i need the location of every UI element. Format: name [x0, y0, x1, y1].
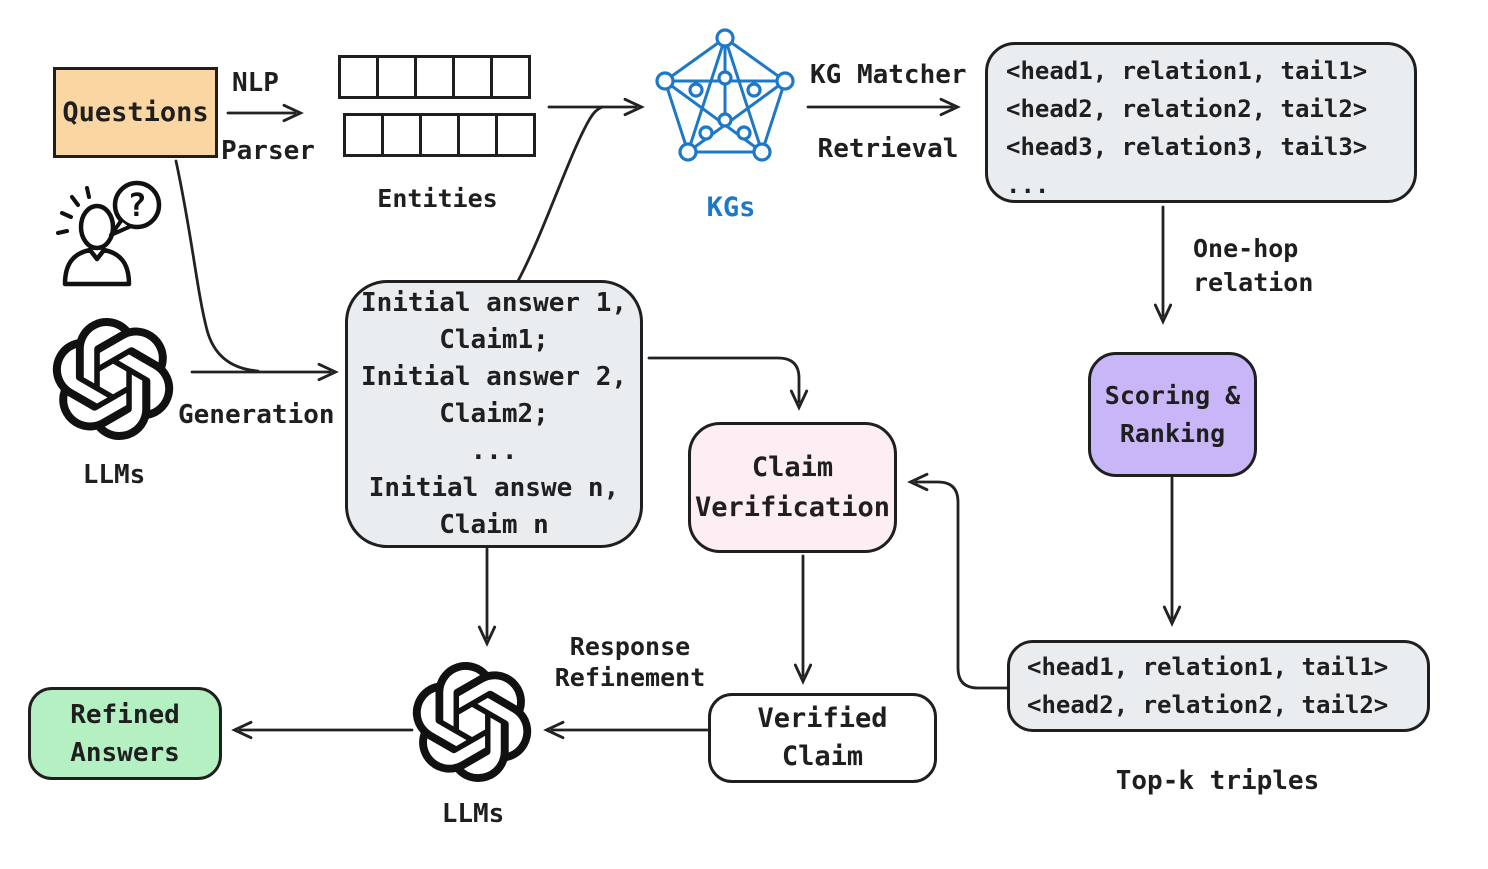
kgs-caption: KGs [706, 192, 756, 223]
entities-caption: Entities [377, 184, 498, 213]
question-mark: ? [127, 186, 146, 224]
initial-answer-line: Claim n [439, 509, 549, 540]
triple-line: ... [1006, 171, 1050, 199]
refined-answers-line2: Answers [70, 737, 180, 768]
kg-matcher-label: KG Matcher [810, 60, 967, 90]
kg-graph-icon [655, 28, 795, 162]
arrow-initialbox-to-claim-verification [647, 356, 799, 402]
generation-label: Generation [178, 400, 335, 430]
claim-verification-line2: Verification [694, 491, 891, 523]
questions-box: Questions [53, 67, 218, 158]
triple-line: <head2, relation2, tail2> [1006, 95, 1368, 123]
llm-refiner-icon [412, 662, 532, 782]
topk-caption: Top-k triples [1115, 766, 1320, 796]
entity-cell [338, 55, 379, 99]
topk-triples-box: <head1, relation1, tail1> <head2, relati… [1007, 640, 1430, 732]
retrieval-label: Retrieval [817, 134, 959, 164]
entity-cell [343, 113, 384, 157]
llm-generator-icon [52, 318, 174, 440]
response-refinement-line2: Refinement [554, 663, 706, 692]
verified-claim-line2: Claim [781, 741, 864, 772]
llm-generator-caption: LLMs [82, 460, 146, 490]
entity-cell [452, 55, 493, 99]
line-initialbox-to-kg [516, 105, 604, 283]
verified-claim-box: Verified Claim [708, 693, 937, 783]
entity-row-2 [343, 113, 536, 157]
user-head [78, 203, 116, 251]
questions-label: Questions [62, 97, 209, 128]
speech-bubble-tail [109, 219, 131, 237]
entity-cell [457, 113, 498, 157]
user-torso [62, 247, 132, 287]
line-questions-to-generation [174, 159, 260, 373]
entity-cell [376, 55, 417, 99]
arrow-topk-to-claim-verification [916, 482, 1009, 690]
triple-line: <head1, relation1, tail1> [1027, 653, 1389, 681]
entity-row-1 [338, 55, 531, 99]
parser-label: Parser [221, 136, 315, 166]
entity-cell [419, 113, 460, 157]
one-hop-label-line2: relation [1193, 268, 1314, 297]
triple-line: <head2, relation2, tail2> [1027, 691, 1389, 719]
entity-cell [414, 55, 455, 99]
scoring-line2: Ranking [1119, 418, 1226, 448]
nlp-label: NLP [232, 68, 279, 98]
user-question-icon: ? [56, 180, 162, 287]
entity-cell [490, 55, 531, 99]
refined-answers-box: Refined Answers [28, 687, 222, 780]
scoring-line1: Scoring & [1104, 380, 1241, 410]
speech-bubble [112, 180, 162, 230]
initial-answer-line: Initial answer 2, [360, 361, 628, 392]
response-refinement-line1: Response [569, 632, 691, 661]
initial-answer-line: ... [470, 435, 518, 466]
verified-claim-line1: Verified [757, 703, 888, 734]
scoring-ranking-box: Scoring & Ranking [1088, 352, 1257, 477]
claim-verification-box: Claim Verification [688, 422, 897, 553]
refined-answers-line1: Refined [70, 699, 180, 730]
initial-answer-line: Claim2; [439, 398, 549, 429]
initial-answer-line: Claim1; [439, 324, 549, 355]
triple-line: <head1, relation1, tail1> [1006, 57, 1368, 85]
retrieved-triples-box: <head1, relation1, tail1> <head2, relati… [985, 42, 1417, 203]
entity-cell [495, 113, 536, 157]
llm-refiner-caption: LLMs [441, 799, 505, 829]
idea-rays [56, 186, 91, 235]
triple-line: <head3, relation3, tail3> [1006, 133, 1368, 161]
initial-answers-box: Initial answer 1, Claim1; Initial answer… [345, 280, 643, 548]
entity-cell [381, 113, 422, 157]
claim-verification-line1: Claim [751, 451, 834, 483]
initial-answer-line: Initial answer 1, [360, 287, 628, 318]
one-hop-label-line1: One-hop [1193, 234, 1299, 263]
initial-answer-line: Initial answe n, [368, 472, 620, 503]
